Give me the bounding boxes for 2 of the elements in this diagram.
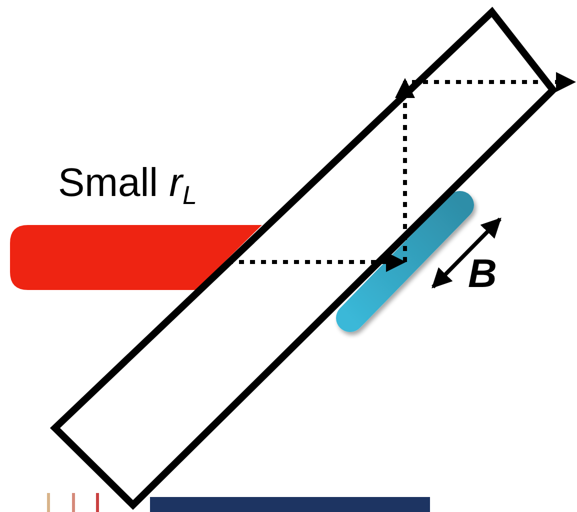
label-text: Small r$_{L}$: [58, 163, 197, 208]
field-label: B: [468, 254, 497, 294]
